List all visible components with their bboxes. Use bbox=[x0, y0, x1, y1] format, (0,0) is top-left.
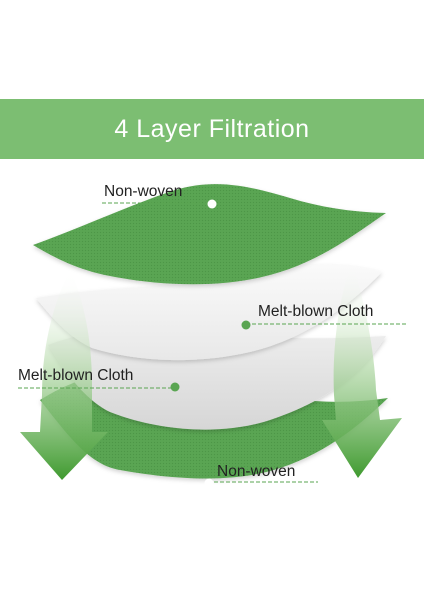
title-banner: 4 Layer Filtration bbox=[0, 99, 424, 159]
layer-nonwoven-top bbox=[33, 184, 386, 285]
marker-meltblown-left bbox=[170, 382, 180, 392]
flow-arrow-left bbox=[20, 270, 108, 480]
marker-nonwoven-top bbox=[207, 199, 217, 209]
marker-meltblown-right bbox=[241, 320, 251, 330]
label-nonwoven-bottom: Non-woven bbox=[217, 463, 296, 480]
marker-nonwoven-bottom bbox=[204, 478, 214, 488]
layer-meltblown-upper bbox=[36, 264, 382, 361]
label-meltblown-right: Melt-blown Cloth bbox=[258, 303, 374, 320]
label-meltblown-left: Melt-blown Cloth bbox=[18, 367, 134, 384]
label-nonwoven-top: Non-woven bbox=[104, 183, 183, 200]
flow-arrow-right bbox=[322, 262, 402, 478]
page-title: 4 Layer Filtration bbox=[114, 114, 310, 143]
